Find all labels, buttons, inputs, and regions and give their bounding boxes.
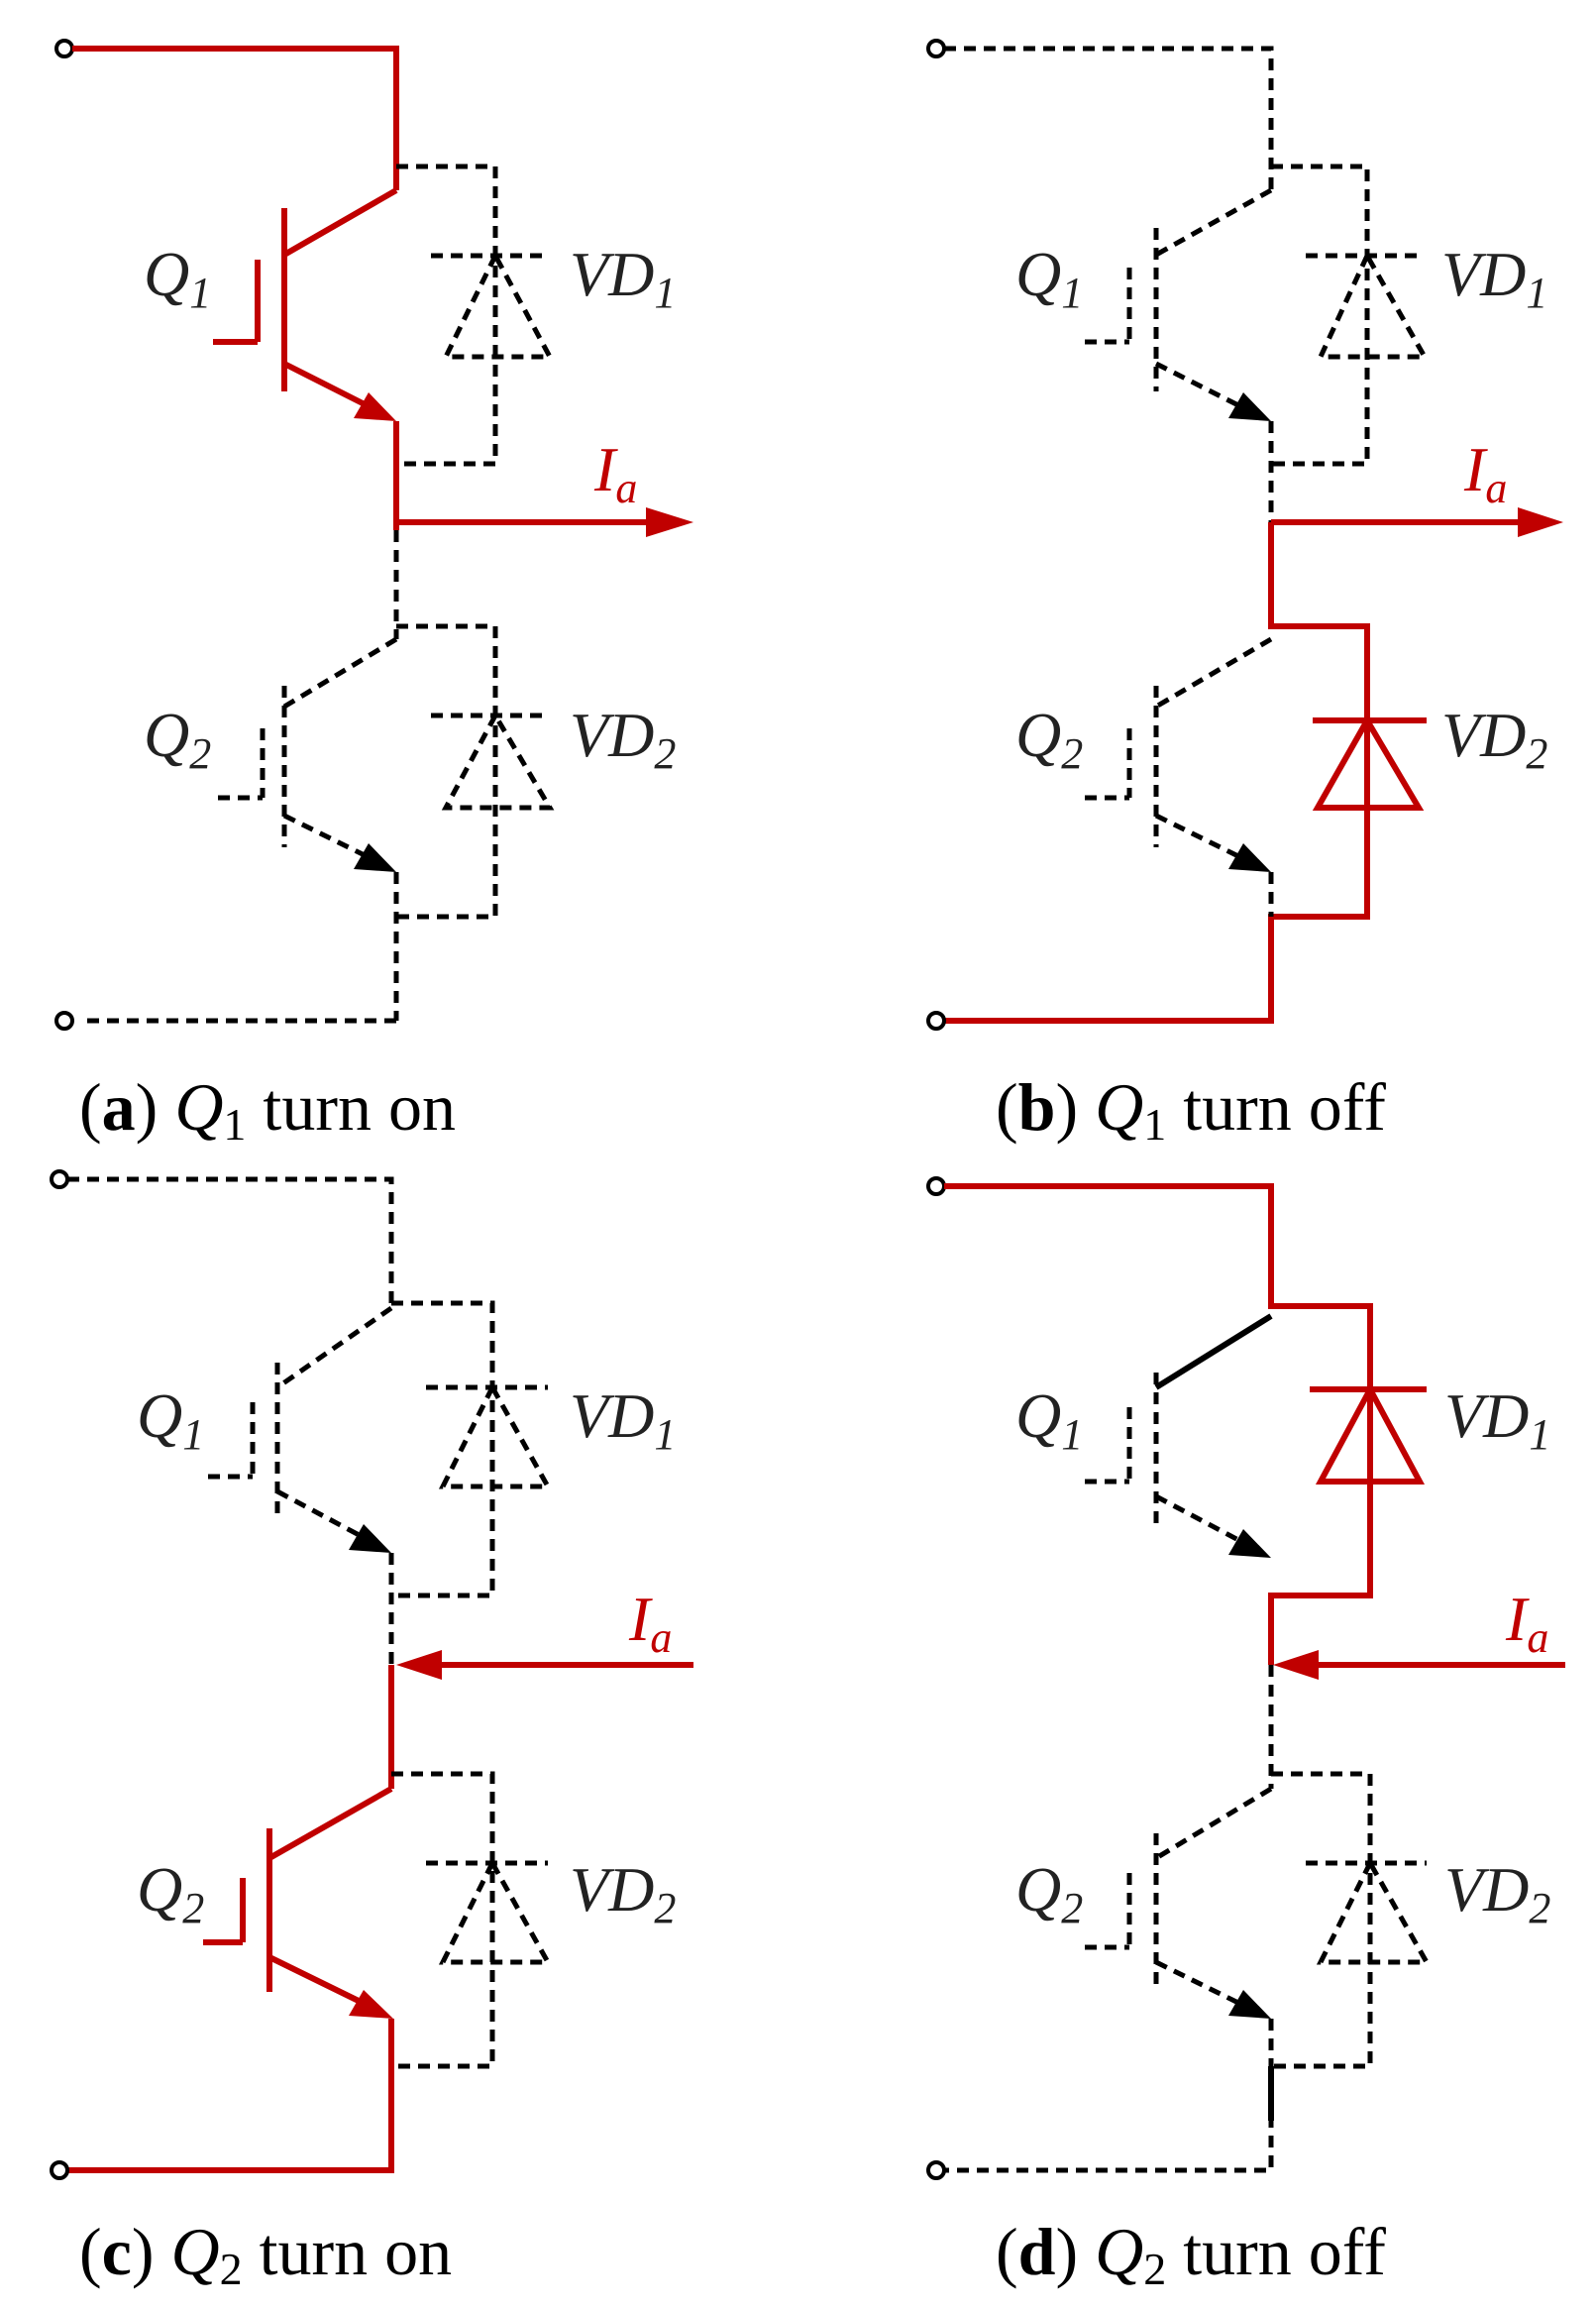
label-vd1: VD1: [570, 1380, 676, 1459]
label-current: Ia: [1505, 1584, 1548, 1662]
caption-b: (b) Q1 turn off: [996, 1069, 1386, 1150]
vd2-diode: [1271, 1771, 1432, 2069]
vd1-diode: [1310, 1382, 1427, 1485]
q1-collector: [1154, 1313, 1273, 1390]
top-terminal: [54, 39, 74, 58]
current-arrow: [646, 507, 693, 537]
q2-transistor: [1085, 636, 1274, 917]
vd1-diode: [396, 164, 555, 467]
vd1-path: [944, 1183, 1373, 1665]
vd2-diode: [396, 623, 555, 920]
bottom-terminal: [50, 2160, 69, 2180]
top-terminal: [926, 1176, 946, 1196]
label-q1: Q1: [144, 239, 211, 317]
q2-arrowhead: [1228, 1990, 1271, 2019]
label-vd2: VD2: [570, 1854, 676, 1932]
q1-arrowhead: [1228, 392, 1271, 421]
bottom-terminal: [926, 2160, 946, 2180]
current-arrow: [1518, 507, 1563, 537]
panel-d: Q1 VD1 Q2 VD2 Ia (d) Q2 turn off: [926, 1176, 1565, 2294]
panel-b: Q1 VD1 Q2 VD2 Ia (b) Q1 turn off: [926, 39, 1563, 1150]
vd1-diode: [391, 1300, 553, 1598]
bottom-terminal: [54, 1011, 74, 1031]
q1-transistor: [944, 46, 1274, 522]
q1-transistor: [67, 1176, 394, 1665]
q2-transistor: [944, 1665, 1274, 2173]
caption-a: (a) Q1 turn on: [79, 1069, 456, 1150]
label-q1: Q1: [137, 1380, 204, 1459]
label-current: Ia: [628, 1584, 672, 1662]
q1-transistor: [1085, 1373, 1242, 1544]
caption-c: (c) Q2 turn on: [79, 2214, 452, 2294]
label-vd2: VD2: [1444, 1854, 1550, 1932]
label-vd1: VD1: [570, 239, 676, 317]
label-vd1: VD1: [1444, 1380, 1550, 1459]
top-terminal: [926, 39, 946, 58]
panel-a: Q1 VD1 Q2 VD2 Ia (a) Q1 turn on: [54, 39, 693, 1150]
label-vd2: VD2: [570, 700, 676, 778]
panel-c: Q1 VD1 Q2 VD2 Ia (c) Q2 turn on: [50, 1169, 693, 2294]
label-q1: Q1: [1015, 1380, 1083, 1459]
q1-arrowhead: [349, 1524, 391, 1553]
current-arrow: [1273, 1650, 1319, 1680]
vd2-path: [944, 522, 1370, 1024]
q2-transistor: [79, 530, 399, 1024]
bottom-terminal: [926, 1011, 946, 1031]
label-current: Ia: [1463, 434, 1507, 512]
label-q2: Q2: [1015, 1854, 1083, 1932]
vd1-diode: [1271, 164, 1430, 467]
top-rail-wire: [72, 46, 399, 190]
caption-d: (d) Q2 turn off: [996, 2214, 1386, 2294]
label-q2: Q2: [144, 700, 211, 778]
current-arrow: [396, 1650, 442, 1680]
vd2-diode: [1312, 715, 1427, 811]
label-q2: Q2: [1015, 700, 1083, 778]
label-current: Ia: [593, 434, 637, 512]
q2-arrowhead: [354, 843, 396, 872]
q1-arrowhead: [1228, 1529, 1271, 1558]
label-q2: Q2: [137, 1854, 204, 1932]
label-vd2: VD2: [1441, 700, 1547, 778]
q2-transistor: [67, 1665, 394, 2173]
q1-transistor: [213, 187, 399, 530]
q2-arrowhead: [1228, 843, 1271, 872]
vd2-diode: [391, 1771, 553, 2069]
label-vd1: VD1: [1441, 239, 1547, 317]
q2-arrowhead: [349, 1990, 393, 2019]
label-q1: Q1: [1015, 239, 1083, 317]
top-terminal: [50, 1169, 69, 1189]
